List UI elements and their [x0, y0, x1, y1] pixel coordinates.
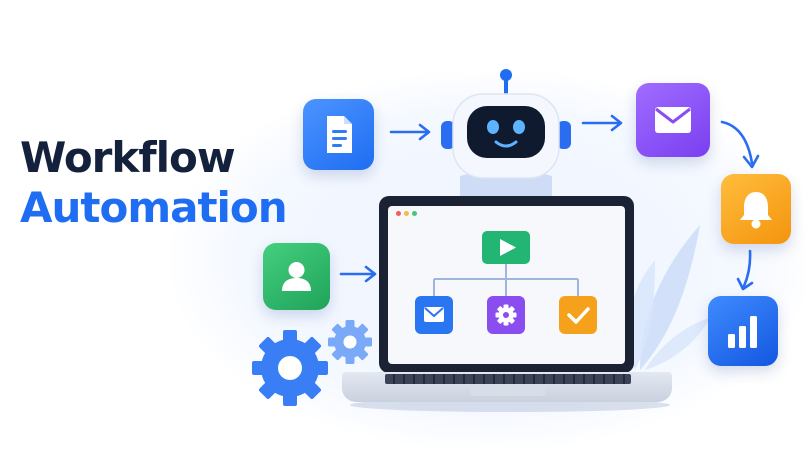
gear-icon: [495, 304, 517, 326]
mail-icon: [424, 307, 444, 322]
arrow-user-to-laptop: [339, 265, 377, 283]
document-tile: [303, 99, 374, 170]
headline-line-1: Workflow: [20, 133, 236, 182]
bell-tile: [721, 174, 791, 244]
gears-icon: [252, 320, 372, 406]
headline-line-2: Automation: [20, 183, 288, 232]
mail-icon: [655, 107, 691, 133]
laptop-icon: [379, 196, 634, 373]
laptop-trackpad: [470, 387, 545, 396]
check-icon: [567, 307, 590, 324]
user-icon: [282, 262, 311, 291]
arrow-bell-to-chart: [736, 249, 754, 291]
arrow-robot-to-mail: [581, 114, 623, 132]
robot-icon: [441, 69, 571, 202]
user-tile: [263, 243, 330, 310]
arrow-document-to-robot: [389, 123, 431, 141]
bell-icon: [740, 192, 772, 229]
window-dot-yellow: [404, 211, 409, 216]
chart-tile: [708, 296, 778, 366]
document-icon: [327, 116, 352, 153]
window-dot-green: [412, 211, 417, 216]
play-icon: [500, 239, 516, 256]
mail-tile: [636, 83, 710, 157]
leaf-icon: [627, 225, 710, 370]
bar-chart-icon: [728, 316, 757, 348]
flow-check-node: [559, 296, 597, 334]
headline: Workflow Automation: [20, 133, 288, 233]
arrow-mail-to-bell: [720, 120, 760, 169]
laptop-keyboard: [385, 374, 631, 384]
laptop-display: [388, 206, 625, 364]
workflow-diagram: [415, 231, 597, 334]
window-dot-red: [396, 211, 401, 216]
